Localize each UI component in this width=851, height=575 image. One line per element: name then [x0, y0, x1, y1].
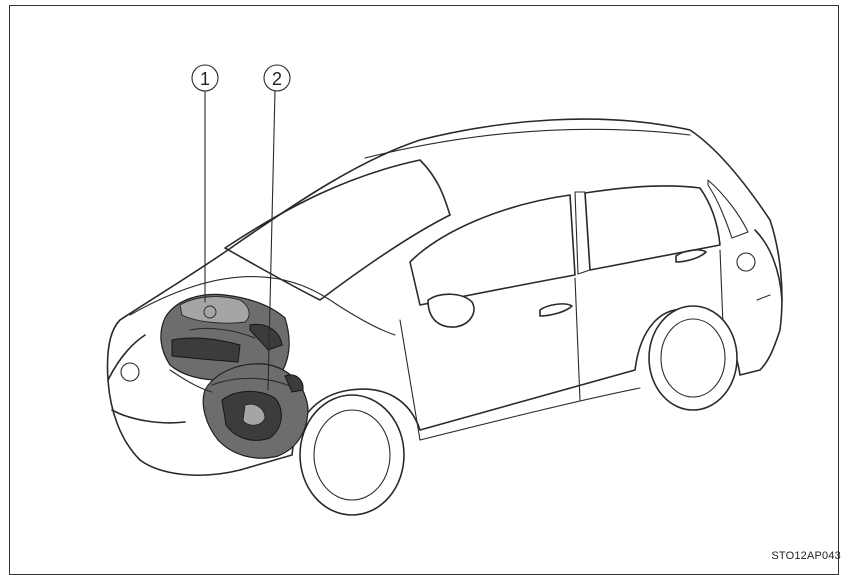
transmission-unit	[169, 363, 309, 459]
callout-1: 1	[191, 64, 219, 303]
callout-1-number: 1	[200, 69, 210, 89]
rear-wheel	[648, 305, 738, 411]
callout-2: 2	[263, 64, 291, 391]
engine-unit	[160, 293, 290, 382]
callout-2-number: 2	[272, 69, 282, 89]
front-wheel	[299, 394, 405, 516]
figure-code: STO12AP043	[771, 550, 841, 562]
